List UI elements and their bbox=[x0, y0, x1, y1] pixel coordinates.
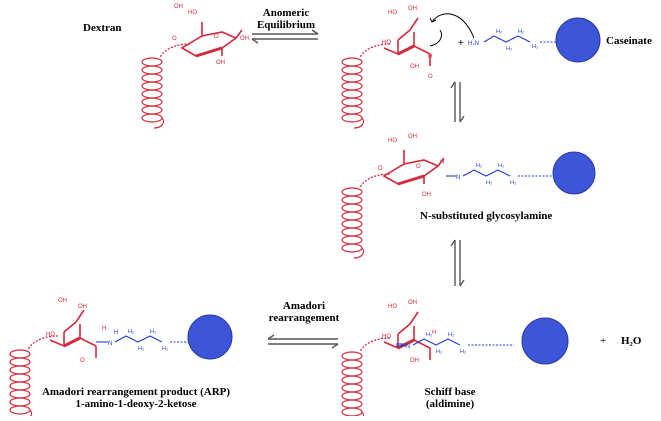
amine-chain-schiff: N H₂ H₂ H₂ H₂ bbox=[396, 332, 514, 355]
amine-chain-top: H₂N H₂ H₂ H₂ H₂ bbox=[468, 29, 558, 52]
amine-chain-arp: N H H₂ H₂ H₂ H₂ bbox=[96, 329, 190, 352]
chem-h2: H₂ bbox=[436, 349, 442, 355]
equilibrium-arrow-amadori bbox=[267, 334, 339, 349]
chem-oh: OH bbox=[410, 358, 419, 364]
caseinate-protein-arp bbox=[187, 314, 233, 360]
chem-h2: H₂ bbox=[506, 46, 512, 52]
chem-h2: H₂ bbox=[138, 346, 144, 352]
chem-h2: H₂ bbox=[150, 329, 156, 335]
chem-h2: H₂ bbox=[476, 163, 482, 169]
chem-oh: OH bbox=[422, 192, 431, 198]
chem-h2: H₂ bbox=[532, 44, 538, 50]
arp-structure: OH OH HO O H bbox=[9, 298, 106, 421]
chem-h2: H₂ bbox=[162, 346, 168, 352]
chem-h: H bbox=[440, 160, 444, 166]
schiff-base-structure: HO OH HO OH H bbox=[341, 300, 436, 421]
schiff-base-label-line2: (aldimine) bbox=[425, 398, 475, 410]
chem-ho: HO bbox=[188, 10, 197, 16]
chem-o: O bbox=[416, 164, 421, 170]
chem-ho: HO bbox=[388, 304, 397, 310]
plus-sign-top: + bbox=[458, 38, 464, 49]
caseinate-protein-schiff bbox=[521, 317, 569, 365]
chem-o: O bbox=[80, 358, 85, 364]
chem-oh: OH bbox=[410, 64, 419, 70]
chem-h: H bbox=[432, 330, 436, 336]
water-label: H₂O bbox=[621, 335, 642, 347]
glycosylamine-structure: HO OH O O OH H bbox=[341, 134, 446, 259]
equilibrium-arrow-anomeric bbox=[251, 29, 319, 44]
chem-oh: OH bbox=[58, 298, 67, 304]
chem-h2: H₂ bbox=[518, 29, 524, 35]
chem-h2: H₂ bbox=[498, 163, 504, 169]
equilibrium-arrow-vertical-1 bbox=[450, 81, 465, 123]
chem-h2: H₂ bbox=[486, 180, 492, 186]
chem-oh: OH bbox=[408, 6, 417, 12]
chem-ho: HO bbox=[382, 40, 391, 46]
amadori-label-line1: Amadori bbox=[282, 300, 326, 312]
electron-arrows bbox=[429, 13, 475, 47]
chem-h2: H₂ bbox=[448, 332, 454, 338]
chem-h2: H₂ bbox=[128, 329, 134, 335]
chem-o: O bbox=[214, 34, 219, 40]
chem-oh: OH bbox=[240, 36, 249, 42]
amine-chain-middle: N H₂ H₂ H₂ H₂ bbox=[446, 163, 552, 186]
equilibrium-arrow-vertical-2 bbox=[450, 239, 465, 287]
chem-ho: HO bbox=[46, 332, 55, 338]
arp-label-line1: Amadori rearrangement product (ARP) bbox=[41, 386, 231, 398]
chem-n: N bbox=[456, 175, 460, 181]
chem-n: N bbox=[406, 344, 410, 350]
dextran-label: Dextran bbox=[83, 22, 122, 34]
open-chain-sugar: HO OH HO OH H O bbox=[341, 6, 433, 129]
chem-o: O bbox=[172, 36, 177, 42]
plus-sign-water: + bbox=[600, 335, 607, 347]
glycosylamine-label: N-substituted glycosylamine bbox=[420, 210, 553, 222]
caseinate-protein-middle bbox=[552, 151, 596, 195]
chem-h2: H₂ bbox=[426, 332, 432, 338]
chem-n: N bbox=[108, 341, 112, 347]
caseinate-label: Caseinate bbox=[606, 35, 652, 47]
arp-label-line2: 1-amino-1-deoxy-2-ketose bbox=[75, 398, 197, 410]
chem-h2n: H₂N bbox=[468, 41, 479, 47]
dextran-structure: OH HO O O OH OH bbox=[141, 4, 249, 129]
chem-h: H bbox=[114, 330, 118, 336]
chem-ho: HO bbox=[388, 10, 397, 16]
chem-ho: HO bbox=[388, 138, 397, 144]
chem-h: H bbox=[428, 54, 432, 60]
anomeric-label-line2: Equilibrium bbox=[256, 19, 316, 31]
chem-o: O bbox=[428, 74, 433, 80]
chem-oh: OH bbox=[408, 134, 417, 140]
caseinate-protein-top bbox=[555, 17, 601, 63]
chem-oh: OH bbox=[174, 4, 183, 10]
chem-h2: H₂ bbox=[496, 29, 502, 35]
chem-oh: OH bbox=[408, 300, 417, 306]
amadori-label-line2: rearrangement bbox=[268, 312, 340, 324]
chem-oh: OH bbox=[216, 60, 225, 66]
anomeric-label-line1: Anomeric bbox=[262, 7, 310, 19]
schiff-base-label-line1: Schiff base bbox=[424, 386, 476, 398]
chem-ho: HO bbox=[382, 334, 391, 340]
chem-h2: H₂ bbox=[460, 349, 466, 355]
chem-h2: H₂ bbox=[510, 180, 516, 186]
chem-h: H bbox=[102, 326, 106, 332]
chem-o: O bbox=[378, 166, 383, 172]
chem-oh: OH bbox=[78, 304, 87, 310]
